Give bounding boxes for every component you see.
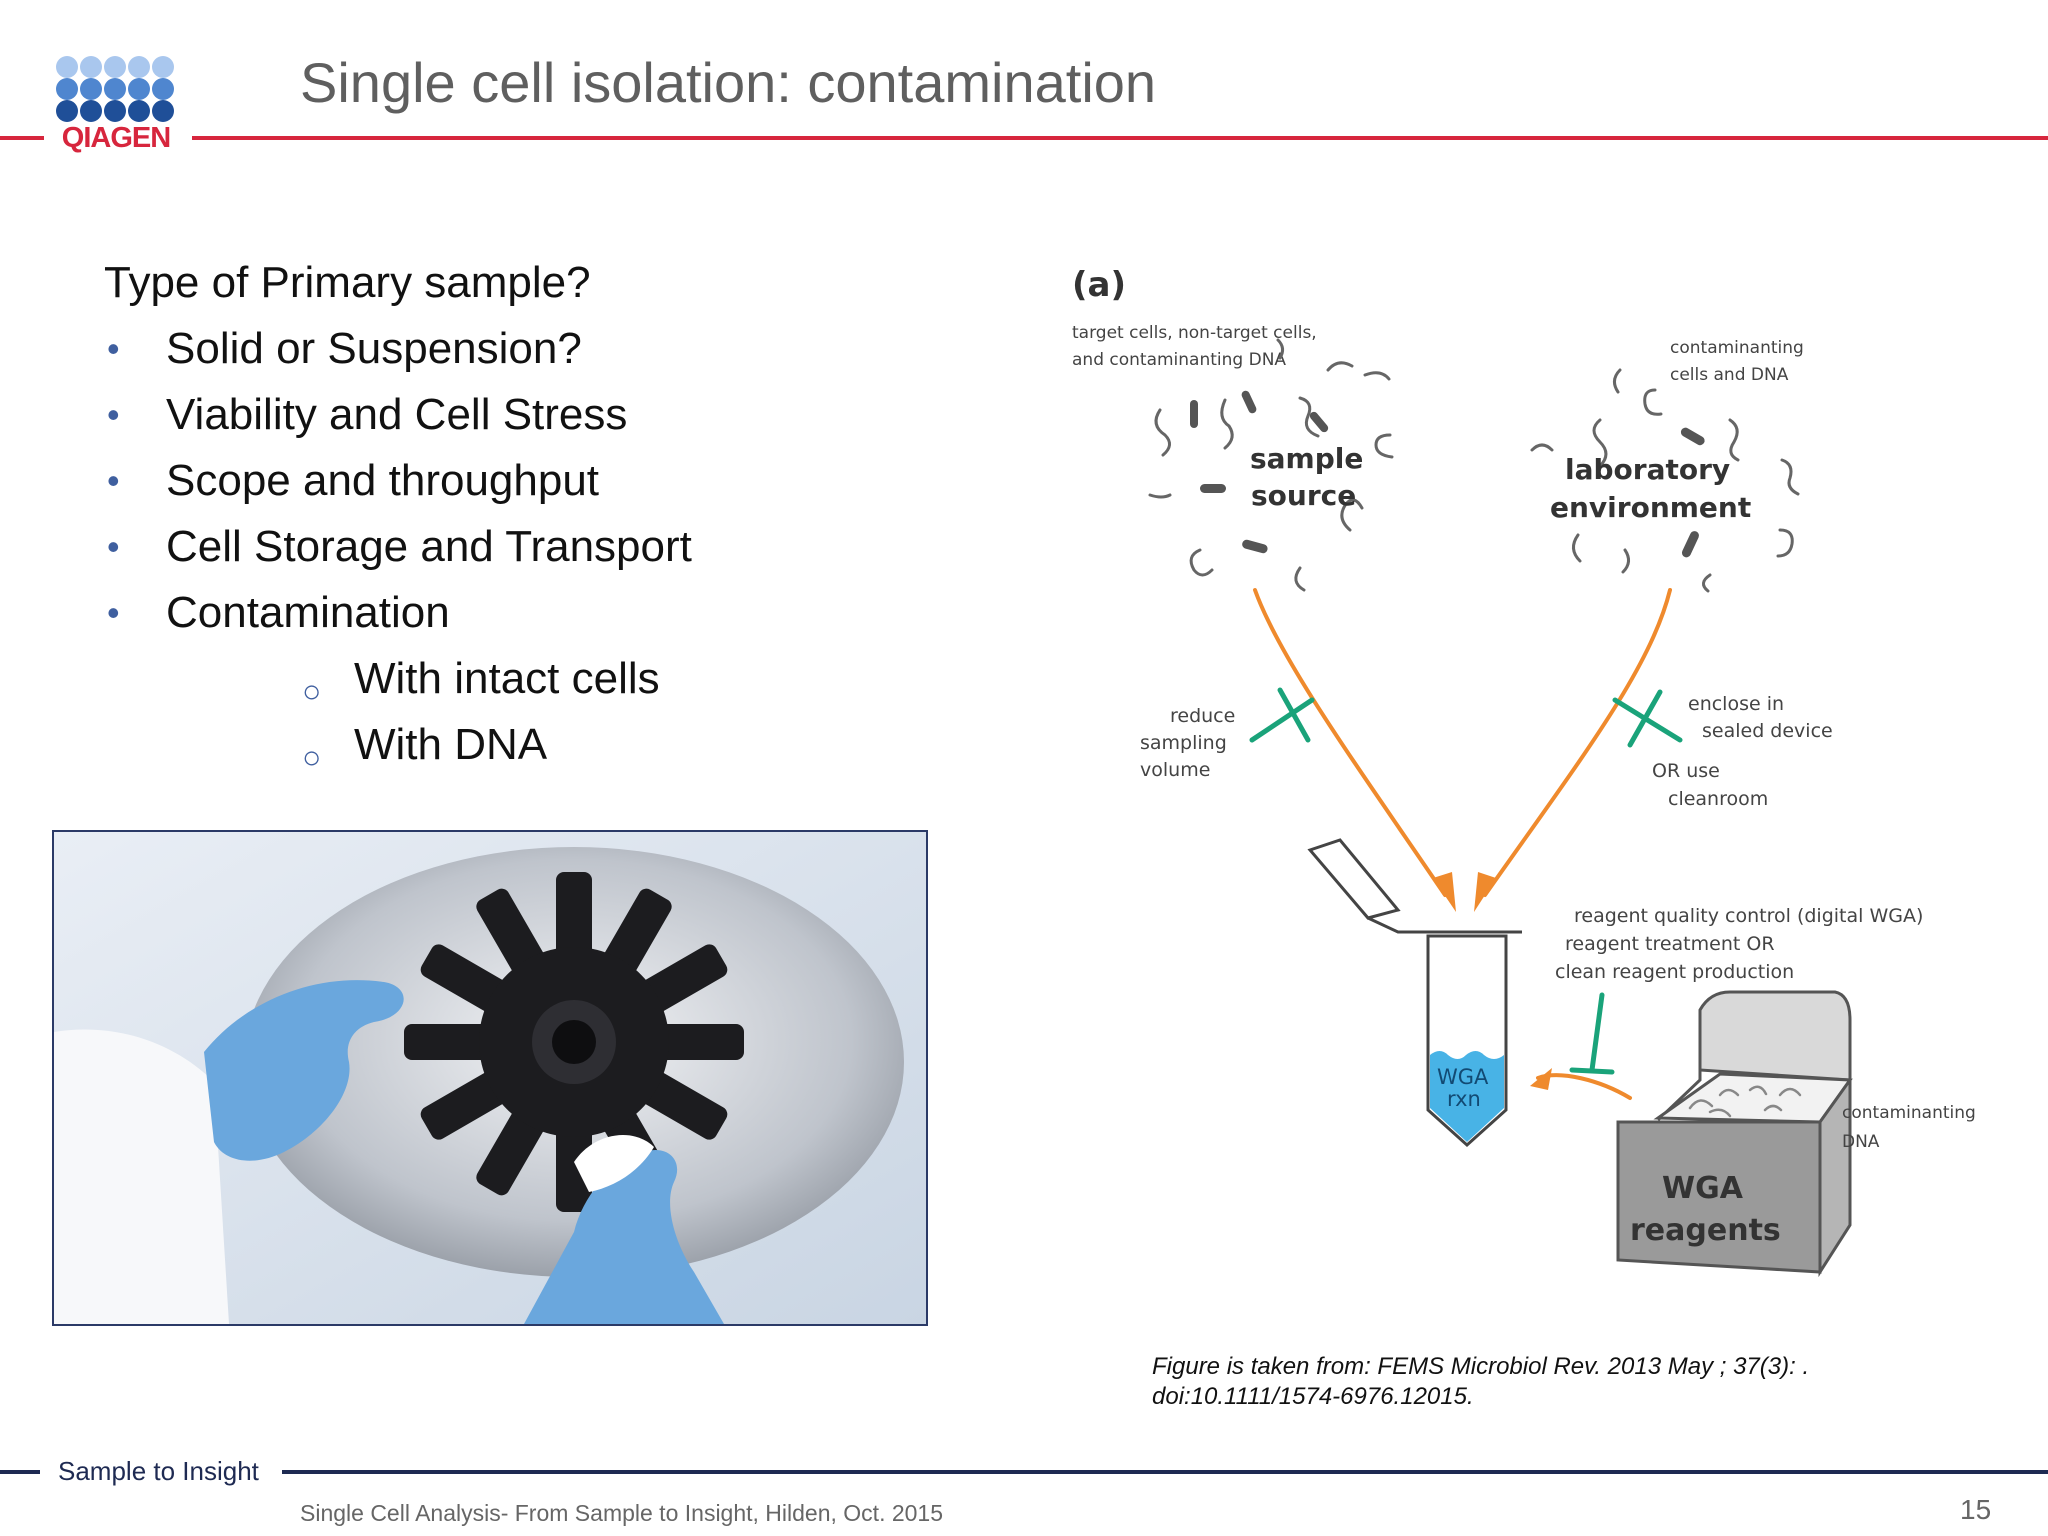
inhibitor-marks <box>1249 687 1683 1075</box>
bullet-list: Type of Primary sample? • Solid or Suspe… <box>104 250 984 778</box>
bullet-item-label: Scope and throughput <box>166 456 600 505</box>
reagent-line3: clean reagent production <box>1555 961 1794 983</box>
tube-line1: WGA <box>1437 1065 1489 1089</box>
bullet-heading: Type of Primary sample? <box>104 258 591 307</box>
bullet-dot-icon: • <box>107 328 120 369</box>
rotor-illustration <box>54 832 926 1324</box>
contamination-diagram: (a) target cells, non-target cells, and … <box>1060 250 2000 1290</box>
footer-rule-left <box>0 1470 40 1474</box>
lab-environment-line1: laboratory <box>1565 453 1730 486</box>
box-note-line2: DNA <box>1842 1132 1880 1152</box>
header-rule-right <box>192 136 2048 140</box>
sub-bullet-ring-icon: ○ <box>302 673 322 709</box>
reagent-line1: reagent quality control (digital WGA) <box>1574 905 1923 927</box>
arrow-heads <box>1433 872 1552 1090</box>
page-number: 15 <box>1960 1494 1992 1525</box>
sample-source-particles <box>1148 338 1394 592</box>
sub-bullet-label: With DNA <box>354 720 548 769</box>
wga-reagents-box <box>1616 990 1853 1278</box>
sub-bullet-item: ○ With intact cells <box>104 646 984 712</box>
box-line1: WGA <box>1662 1171 1744 1206</box>
sample-source-line2: source <box>1251 479 1356 512</box>
box-line2: reagents <box>1630 1213 1781 1248</box>
sample-source-cells <box>1190 390 1329 554</box>
qiagen-logo: QIAGEN <box>54 56 178 156</box>
header-rule-left <box>0 136 44 140</box>
box-note-line1: contaminanting <box>1842 1103 1976 1123</box>
bullet-item: • Viability and Cell Stress <box>104 382 984 448</box>
wga-tube <box>1307 838 1522 1148</box>
lab-environment-cells <box>1680 427 1705 558</box>
bullet-item: • Cell Storage and Transport <box>104 514 984 580</box>
top-left-note-line1: target cells, non-target cells, <box>1072 323 1317 343</box>
enclose-line3: OR use <box>1652 760 1720 782</box>
bullet-item: • Scope and throughput <box>104 448 984 514</box>
bullet-item-label: Solid or Suspension? <box>166 324 582 373</box>
enclose-line1: enclose in <box>1688 693 1784 715</box>
figure-citation: Figure is taken from: FEMS Microbiol Rev… <box>1152 1352 1972 1412</box>
sub-bullet-ring-icon: ○ <box>302 739 322 775</box>
bullet-item-label: Viability and Cell Stress <box>166 390 628 439</box>
panel-label: (a) <box>1072 265 1126 305</box>
reagent-line2: reagent treatment OR <box>1565 933 1775 955</box>
footer-tagline: Sample to Insight <box>58 1456 259 1486</box>
top-left-note-line2: and contaminanting DNA <box>1072 350 1286 370</box>
bullet-item-label: Contamination <box>166 588 450 637</box>
top-right-note-line2: cells and DNA <box>1670 365 1789 385</box>
sample-source-line1: sample <box>1250 442 1363 475</box>
bullet-dot-icon: • <box>107 592 120 633</box>
logo-wordmark: QIAGEN <box>61 122 171 154</box>
sub-bullet-item: ○ With DNA <box>104 712 984 778</box>
sub-bullet-label: With intact cells <box>354 654 660 703</box>
contamination-diagram-svg: (a) target cells, non-target cells, and … <box>1072 265 1976 1278</box>
reduce-line3: volume <box>1140 759 1210 781</box>
bullet-dot-icon: • <box>107 394 120 435</box>
reduce-line1: reduce <box>1170 705 1235 727</box>
bullet-item: • Contamination <box>104 580 984 646</box>
top-right-note-line1: contaminanting <box>1670 338 1804 358</box>
bullet-item-label: Cell Storage and Transport <box>166 522 692 571</box>
bullet-dot-icon: • <box>107 526 120 567</box>
reduce-line2: sampling <box>1140 732 1227 754</box>
bullet-dot-icon: • <box>107 460 120 501</box>
citation-line1: Figure is taken from: FEMS Microbiol Rev… <box>1152 1353 1810 1380</box>
enclose-line4: cleanroom <box>1668 788 1768 810</box>
lab-environment-particles <box>1530 368 1800 593</box>
footer-rule-right <box>282 1470 2048 1474</box>
tube-line2: rxn <box>1447 1087 1481 1111</box>
enclose-line2: sealed device <box>1702 720 1833 742</box>
slide-title: Single cell isolation: contamination <box>300 51 1157 114</box>
bullet-item: • Solid or Suspension? <box>104 316 984 382</box>
citation-line2: doi:10.1111/1574-6976.12015. <box>1152 1383 1474 1410</box>
lab-environment-line2: environment <box>1550 491 1751 524</box>
footer-text: Single Cell Analysis- From Sample to Ins… <box>300 1500 944 1526</box>
rotor-photo <box>52 830 928 1326</box>
